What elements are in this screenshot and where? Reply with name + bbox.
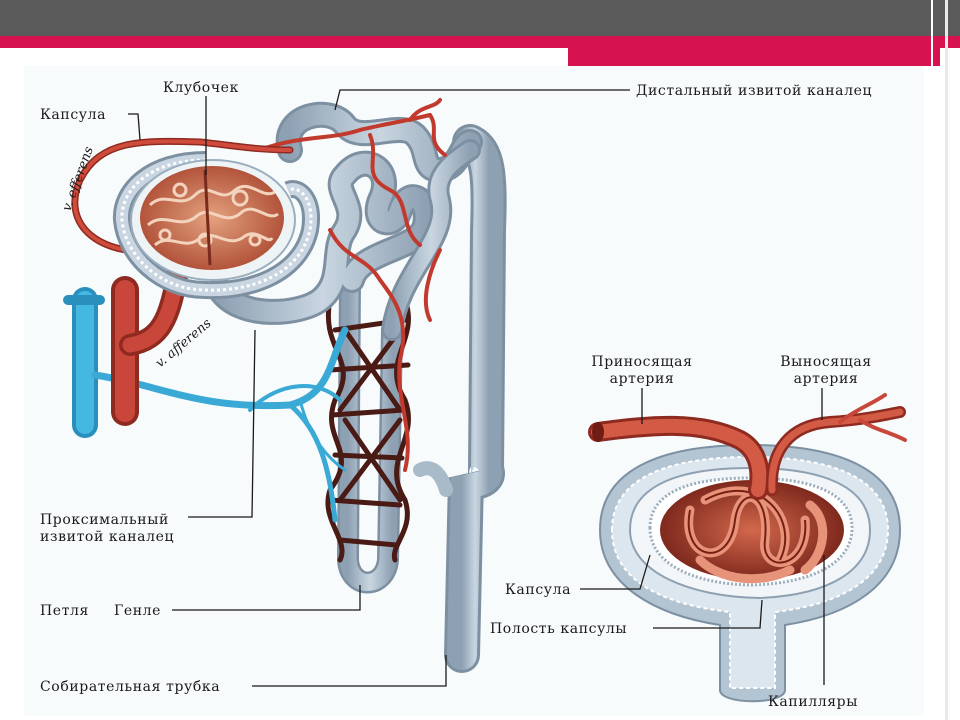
leader-lines-right [580, 388, 825, 685]
label-capsule-left: Капсула [40, 107, 106, 123]
label-capsule-cavity: Полость капсулы [490, 621, 627, 637]
slide-accent-tab [568, 48, 940, 66]
slide-accent-band [0, 36, 960, 48]
label-henle-a: Петля [40, 603, 89, 619]
label-afferent-line2: артерия [610, 371, 675, 387]
vein-network [63, 287, 349, 523]
peritubular-capillaries [258, 98, 447, 472]
label-distal-tubule: Дистальный извитой каналец [636, 83, 872, 99]
label-afferent-line1: Приносящая [591, 354, 692, 370]
loop-of-henle [336, 269, 403, 594]
slide-edge-line-right [945, 0, 948, 720]
label-proximal-line1: Проксимальный [40, 512, 169, 528]
label-proximal-line2: извитой каналец [40, 529, 174, 545]
label-capsule-right: Капсула [505, 582, 571, 598]
label-efferent-line2: артерия [794, 371, 859, 387]
collecting-duct [413, 124, 507, 673]
leader-lines-left [128, 89, 630, 687]
label-capillaries: Капилляры [768, 694, 858, 710]
slide-header-bar [0, 0, 960, 36]
label-collecting-duct: Собирательная трубка [40, 679, 220, 695]
slide-edge-line [931, 0, 933, 66]
glomerulus [140, 166, 284, 270]
label-efferent-line1: Выносящая [780, 354, 871, 370]
distal-tubule [275, 101, 483, 341]
label-glomerulus: Клубочек [163, 80, 239, 96]
renal-corpuscle [588, 393, 907, 703]
efferent-arteriole [71, 137, 294, 256]
proximal-tubule [207, 150, 439, 325]
label-henle-b: Генле [114, 603, 161, 619]
